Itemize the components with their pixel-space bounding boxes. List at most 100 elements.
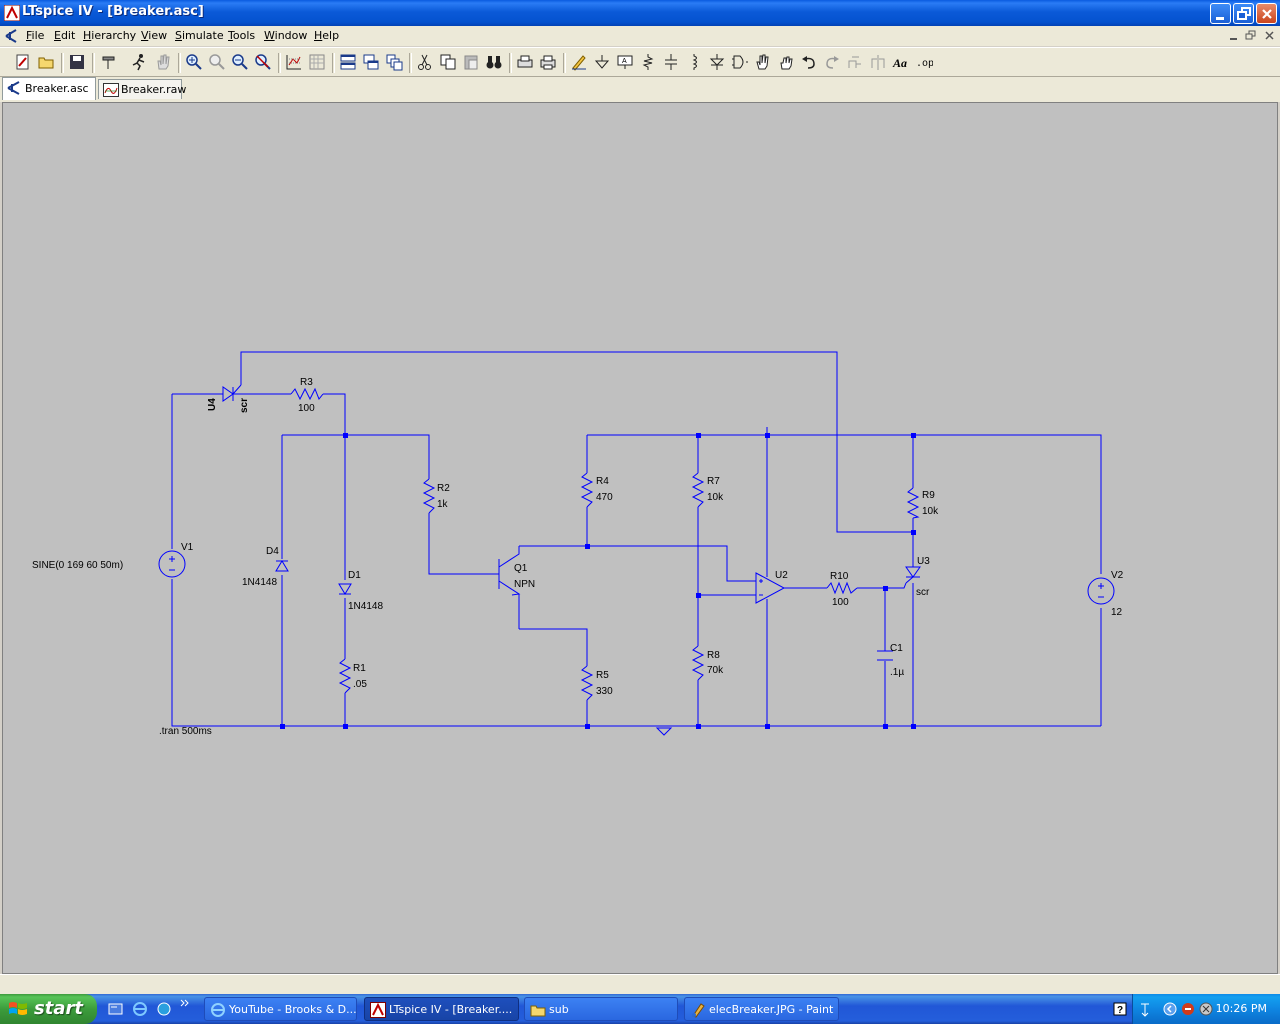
ie-quicklaunch-icon[interactable] bbox=[132, 1001, 148, 1017]
r7-resistor-symbol[interactable] bbox=[691, 472, 705, 508]
spice-directive[interactable]: .tran 500ms bbox=[159, 726, 212, 737]
menu-hierarchy[interactable]: Hierarchy bbox=[83, 29, 137, 42]
resistor-icon[interactable] bbox=[639, 53, 657, 71]
menu-tools[interactable]: Tools bbox=[228, 29, 256, 42]
r2-resistor-symbol[interactable] bbox=[422, 478, 436, 514]
autorange-icon[interactable] bbox=[285, 53, 303, 71]
messenger-quicklaunch-icon[interactable] bbox=[156, 1001, 172, 1017]
d4-diode-symbol[interactable] bbox=[275, 560, 289, 572]
ltspice-app-icon bbox=[4, 5, 20, 21]
menu-simulate[interactable]: Simulate bbox=[175, 29, 224, 42]
print-setup-icon[interactable] bbox=[516, 53, 534, 71]
menu-window[interactable]: Window bbox=[264, 29, 308, 42]
r3-name: R3 bbox=[300, 377, 313, 388]
task-youtube[interactable]: YouTube - Brooks & D... bbox=[204, 997, 357, 1021]
menu-edit[interactable]: Edit bbox=[54, 29, 76, 42]
u2-opamp-symbol[interactable] bbox=[755, 572, 786, 604]
close-button[interactable] bbox=[1256, 3, 1277, 24]
d4-name: D4 bbox=[266, 546, 279, 557]
u4-scr-symbol[interactable] bbox=[222, 384, 242, 402]
label-net-icon[interactable]: A bbox=[616, 53, 634, 71]
mirror-icon[interactable] bbox=[869, 53, 887, 71]
task-label: YouTube - Brooks & D... bbox=[229, 1003, 357, 1016]
r8-resistor-symbol[interactable] bbox=[691, 645, 705, 681]
window-title: LTspice IV - [Breaker.asc] bbox=[22, 4, 204, 19]
zoom-in-icon[interactable] bbox=[185, 53, 203, 71]
task-ltspice[interactable]: LTspice IV - [Breaker.... bbox=[364, 997, 519, 1021]
hide-icons-chevron-icon[interactable] bbox=[1163, 1002, 1177, 1016]
tile-vertical-icon[interactable] bbox=[385, 53, 403, 71]
show-desktop-icon[interactable] bbox=[108, 1001, 124, 1017]
save-icon[interactable] bbox=[68, 53, 86, 71]
v2-source-symbol[interactable] bbox=[1087, 577, 1115, 605]
control-panel-hammer-icon[interactable] bbox=[100, 53, 118, 71]
print-icon[interactable] bbox=[539, 53, 557, 71]
ground-icon[interactable] bbox=[593, 53, 611, 71]
u3-scr-symbol[interactable] bbox=[905, 566, 921, 584]
quicklaunch-chevron-icon[interactable] bbox=[180, 997, 190, 1013]
minimize-button[interactable] bbox=[1210, 3, 1231, 24]
tile-horizontal-icon[interactable] bbox=[339, 53, 357, 71]
drag-hand-icon[interactable] bbox=[777, 53, 795, 71]
schematic-canvas[interactable]: V1 SINE(0 169 60 50m) U4 scr R3 100 D4 1… bbox=[2, 102, 1278, 974]
undo-icon[interactable] bbox=[800, 53, 818, 71]
taskbar: start YouTube - Brooks & D... LTspice IV… bbox=[0, 994, 1280, 1024]
help-tray-icon[interactable]: ? bbox=[1113, 1002, 1127, 1016]
task-paint[interactable]: elecBreaker.JPG - Paint bbox=[684, 997, 839, 1021]
tab-label: Breaker.asc bbox=[25, 82, 89, 95]
system-tray: ? 10:26 PM bbox=[1113, 994, 1280, 1024]
d1-diode-symbol[interactable] bbox=[338, 583, 352, 595]
halt-hand-icon[interactable] bbox=[154, 53, 172, 71]
capacitor-icon[interactable] bbox=[662, 53, 680, 71]
r1-resistor-symbol[interactable] bbox=[338, 658, 352, 694]
cut-scissors-icon[interactable] bbox=[416, 53, 434, 71]
grid-icon[interactable] bbox=[308, 53, 326, 71]
run-icon[interactable] bbox=[130, 53, 148, 71]
schematic-doc-icon[interactable] bbox=[4, 28, 18, 44]
move-hand-icon[interactable] bbox=[754, 53, 772, 71]
network-tray-icon[interactable] bbox=[1139, 999, 1151, 1019]
document-tabs: Breaker.asc Breaker.raw bbox=[0, 77, 1280, 102]
rotate-icon[interactable] bbox=[846, 53, 864, 71]
redo-icon[interactable] bbox=[823, 53, 841, 71]
r9-resistor-symbol[interactable] bbox=[906, 487, 920, 519]
schematic-drawing[interactable]: V1 SINE(0 169 60 50m) U4 scr R3 100 D4 1… bbox=[3, 103, 1277, 973]
inductor-icon[interactable] bbox=[685, 53, 703, 71]
v1-source-symbol[interactable] bbox=[158, 550, 186, 578]
text-icon[interactable]: Aa bbox=[892, 53, 910, 71]
cascade-windows-icon[interactable] bbox=[362, 53, 380, 71]
start-button[interactable]: start bbox=[0, 994, 97, 1024]
mdi-restore-icon[interactable] bbox=[1245, 30, 1256, 40]
draw-wire-pencil-icon[interactable] bbox=[570, 53, 588, 71]
open-folder-icon[interactable] bbox=[38, 53, 56, 71]
tab-breaker-raw[interactable]: Breaker.raw bbox=[98, 79, 186, 99]
zoom-out-icon[interactable] bbox=[231, 53, 249, 71]
zoom-fit-icon[interactable] bbox=[254, 53, 272, 71]
menu-help[interactable]: Help bbox=[314, 29, 340, 42]
component-icon[interactable] bbox=[731, 53, 749, 71]
q1-transistor-symbol[interactable] bbox=[498, 546, 521, 629]
r10-resistor-symbol[interactable] bbox=[826, 581, 858, 595]
c1-capacitor-symbol[interactable] bbox=[877, 650, 893, 661]
restore-button[interactable] bbox=[1233, 3, 1254, 24]
new-schematic-icon[interactable] bbox=[14, 53, 32, 71]
menu-file[interactable]: File bbox=[26, 29, 45, 42]
task-sub-folder[interactable]: sub bbox=[524, 997, 678, 1021]
antivirus-tray-icon[interactable] bbox=[1199, 1002, 1213, 1016]
pan-zoom-icon[interactable] bbox=[208, 53, 226, 71]
find-binoculars-icon[interactable] bbox=[485, 53, 503, 71]
clock[interactable]: 10:26 PM bbox=[1215, 1002, 1267, 1015]
mdi-minimize-icon[interactable] bbox=[1230, 38, 1237, 40]
mdi-close-icon[interactable] bbox=[1265, 31, 1274, 40]
r5-resistor-symbol[interactable] bbox=[580, 665, 594, 701]
diode-icon[interactable] bbox=[708, 53, 726, 71]
menu-view[interactable]: View bbox=[141, 29, 168, 42]
security-tray-icon[interactable] bbox=[1181, 1002, 1195, 1016]
tab-breaker-asc[interactable]: Breaker.asc bbox=[2, 77, 96, 100]
spice-directive-icon[interactable]: .op bbox=[915, 53, 933, 71]
paste-icon[interactable] bbox=[462, 53, 480, 71]
r4-resistor-symbol[interactable] bbox=[580, 472, 594, 508]
u4-name: U4 bbox=[207, 398, 218, 411]
copy-icon[interactable] bbox=[439, 53, 457, 71]
r3-resistor-symbol[interactable] bbox=[290, 387, 324, 401]
